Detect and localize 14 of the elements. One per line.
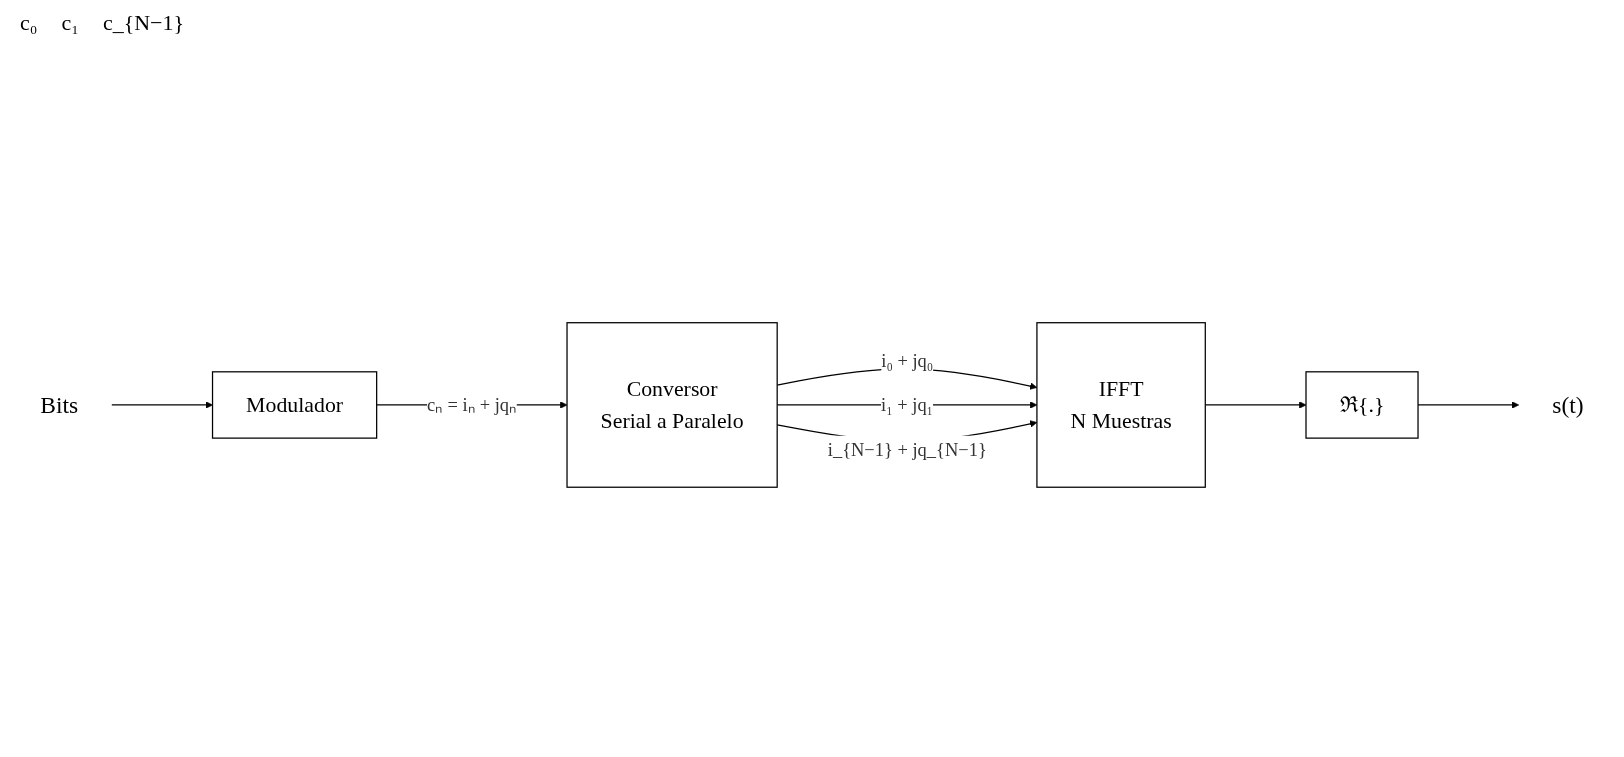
edge-label: i_{N−1} + jq_{N−1}: [827, 438, 987, 460]
node-box: Modulador: [211, 371, 378, 439]
node-box: ℜ{.}: [1305, 371, 1419, 439]
node-text: Bits: [40, 391, 79, 418]
port-label: c₁: [61, 10, 79, 36]
edge-label: i₁ + jq₁: [881, 394, 934, 416]
node-text: s(t): [1552, 391, 1584, 418]
arrow: [111, 401, 213, 409]
port-label: c₀: [20, 10, 38, 36]
port-label: c_{N−1}: [102, 10, 185, 36]
node-box: IFFT N Muestras: [1036, 322, 1206, 488]
node-box: Conversor Serial a Paralelo: [566, 322, 778, 488]
edge-label: i₀ + jq₀: [881, 350, 934, 372]
edge-label: cₙ = iₙ + jqₙ: [427, 394, 517, 416]
